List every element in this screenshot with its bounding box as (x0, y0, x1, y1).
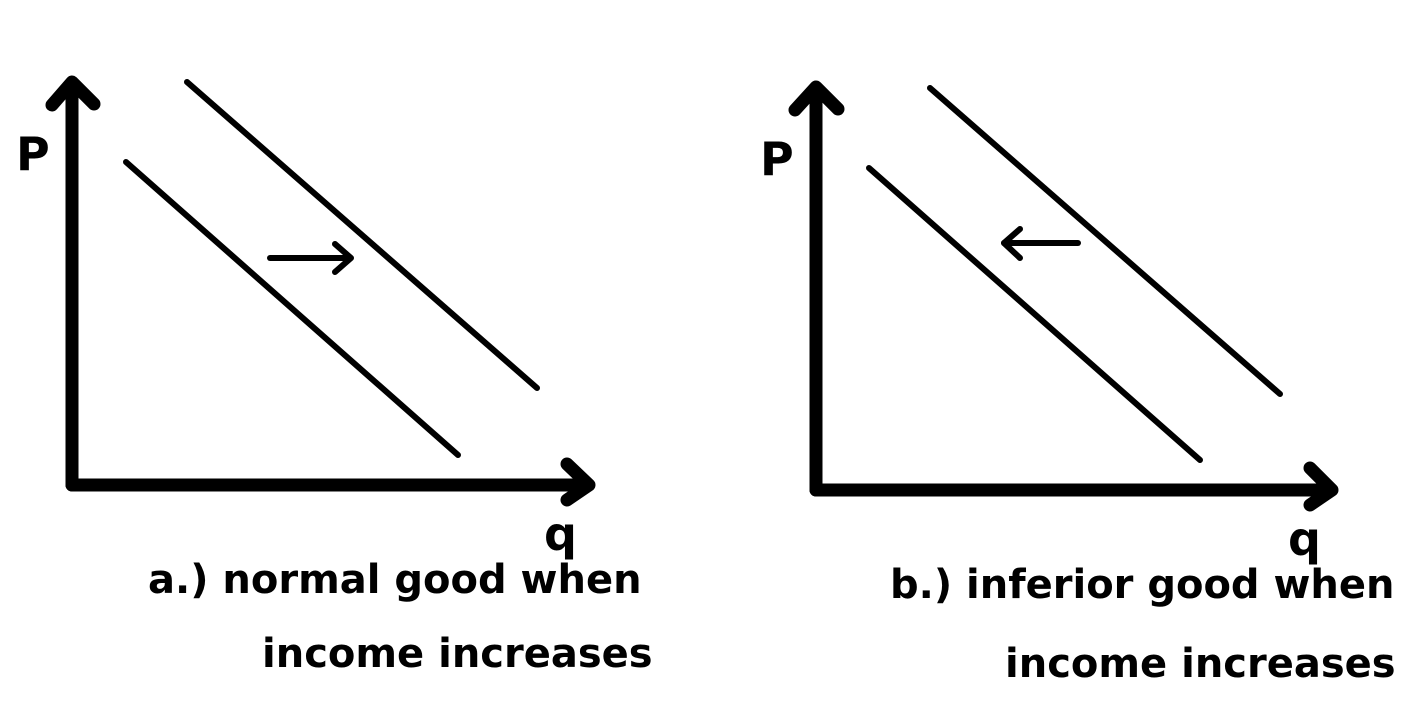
panel-b: P q b.) inferior good when income increa… (760, 80, 1396, 687)
panel-b-caption-line2: income increases (1005, 641, 1396, 687)
panel-a-x-axis-arrowhead (560, 457, 596, 507)
panel-a-original-demand-curve (123, 159, 461, 458)
panel-b-y-axis-label: P (760, 132, 794, 186)
panel-b-x-axis-label: q (1288, 512, 1321, 566)
panel-b-caption-line1: b.) inferior good when (890, 562, 1395, 608)
panel-a-shifted-demand-curve (184, 79, 540, 391)
panel-a-shift-arrow-right-icon (267, 241, 354, 275)
panel-a-x-axis-label: q (544, 507, 577, 561)
panel-b-x-axis-arrowhead (1303, 461, 1339, 512)
panel-a-caption-line1: a.) normal good when (148, 557, 642, 603)
panel-a-y-axis-arrowhead (45, 75, 101, 112)
panel-b-y-axis-arrowhead (788, 80, 845, 117)
panel-a: P q a.) normal good when income increase… (16, 75, 653, 677)
panel-b-original-demand-curve (927, 85, 1283, 397)
panel-b-shift-arrow-left-icon (1001, 226, 1081, 261)
panel-a-y-axis-label: P (16, 127, 50, 181)
panel-a-caption-line2: income increases (262, 631, 653, 677)
panel-b-shifted-demand-curve (866, 165, 1203, 463)
